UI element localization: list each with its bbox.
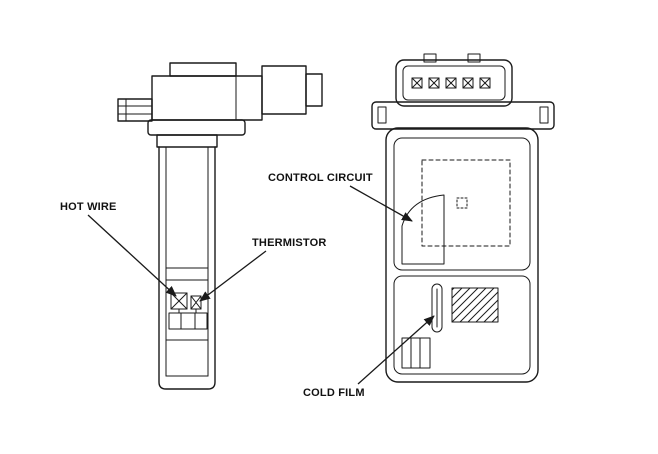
side-connector-tip bbox=[305, 73, 323, 107]
body-lower-inner bbox=[393, 275, 531, 375]
connector-tab bbox=[423, 53, 437, 63]
connector-pin bbox=[445, 77, 457, 89]
circuit-dashed-outline bbox=[421, 159, 511, 247]
connector-inner bbox=[402, 65, 506, 101]
hot-wire-arrow bbox=[87, 214, 177, 297]
connector-pins bbox=[411, 77, 491, 89]
connector-pin bbox=[462, 77, 474, 89]
side-connector-base bbox=[261, 65, 307, 115]
thermistor-element bbox=[190, 295, 202, 310]
control-circuit-region bbox=[401, 194, 445, 265]
housing-top-bump bbox=[169, 62, 237, 77]
connector-tab bbox=[467, 53, 481, 63]
thermistor-label: THERMISTOR bbox=[252, 237, 327, 249]
mounting-flange bbox=[371, 101, 555, 130]
cold-film-slot bbox=[431, 283, 443, 333]
hot-wire-label: HOT WIRE bbox=[60, 201, 117, 213]
flange-slot bbox=[539, 106, 549, 124]
front-view bbox=[371, 53, 555, 383]
hot-wire-element bbox=[170, 292, 188, 310]
connector-outer bbox=[395, 59, 513, 107]
connector-pin bbox=[428, 77, 440, 89]
mount-tab bbox=[117, 98, 153, 122]
cold-film-label: COLD FILM bbox=[303, 387, 365, 399]
connector-pin bbox=[479, 77, 491, 89]
sensor-body bbox=[385, 127, 539, 383]
lower-grill bbox=[401, 337, 431, 369]
side-view bbox=[117, 62, 323, 390]
cold-film-arrow bbox=[357, 315, 435, 385]
flange-slot bbox=[377, 106, 387, 124]
hatched-vent bbox=[451, 287, 499, 323]
body-upper-inner bbox=[393, 137, 531, 271]
connector-pin bbox=[411, 77, 423, 89]
circuit-center-mark bbox=[456, 197, 468, 209]
thermistor-arrow bbox=[199, 250, 267, 302]
side-flange bbox=[147, 119, 246, 136]
side-collar bbox=[156, 134, 218, 148]
control-circuit-arrow bbox=[349, 185, 413, 222]
control-circuit-label: CONTROL CIRCUIT bbox=[268, 172, 373, 184]
element-bracket bbox=[168, 308, 208, 330]
probe-tube-outer bbox=[158, 146, 216, 390]
housing-main-block bbox=[151, 75, 263, 121]
